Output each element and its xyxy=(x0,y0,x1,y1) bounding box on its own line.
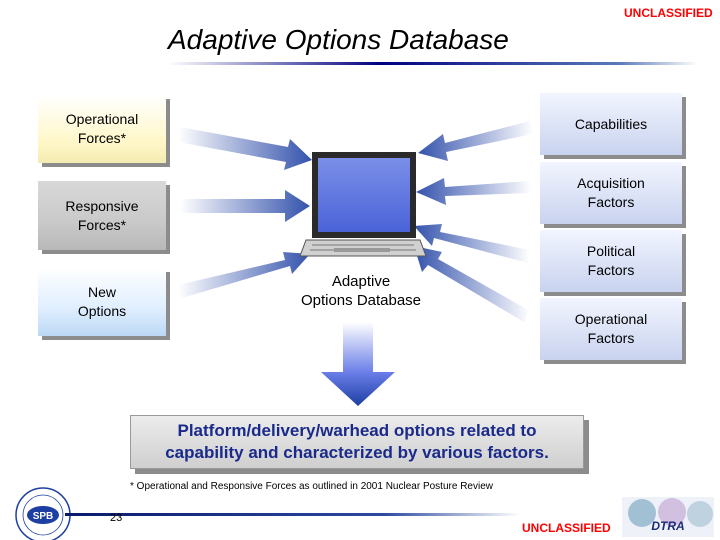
arrow-responsive-forces xyxy=(180,190,310,222)
spb-logo-text: SPB xyxy=(33,511,54,522)
title-underline xyxy=(168,62,698,65)
arrow-acquisition xyxy=(416,178,531,205)
arrow-operational-forces xyxy=(178,127,312,170)
page-number: 23 xyxy=(110,512,123,524)
arrow-new-options xyxy=(178,252,310,298)
operational-forces-box: Operational Forces* xyxy=(38,95,166,163)
operational-factors-box: Operational Factors xyxy=(540,298,682,360)
classification-bottom: UNCLASSIFIED xyxy=(522,521,611,535)
responsive-forces-box: Responsive Forces* xyxy=(38,181,166,250)
arrow-down xyxy=(321,322,395,406)
arrow-capabilities xyxy=(418,121,533,161)
classification-top: UNCLASSIFIED xyxy=(624,6,713,20)
new-options-box: New Options xyxy=(38,268,166,336)
arrow-operational-factors xyxy=(414,246,530,322)
dtra-logo-text: DTRA xyxy=(651,519,684,533)
spb-logo xyxy=(15,487,71,540)
computer-icon xyxy=(299,152,427,257)
arrow-political xyxy=(414,224,530,263)
dtra-logo xyxy=(622,497,714,537)
footer-rule xyxy=(65,513,520,516)
slide-title: Adaptive Options Database xyxy=(168,24,509,55)
capabilities-box: Capabilities xyxy=(540,93,682,155)
footnote: * Operational and Responsive Forces as o… xyxy=(130,481,493,492)
political-factors-box: Political Factors xyxy=(540,230,682,292)
center-database-label: Adaptive Options Database xyxy=(300,273,422,309)
platform-options-box: Platform/delivery/warhead options relate… xyxy=(130,415,584,469)
acquisition-factors-box: Acquisition Factors xyxy=(540,162,682,224)
